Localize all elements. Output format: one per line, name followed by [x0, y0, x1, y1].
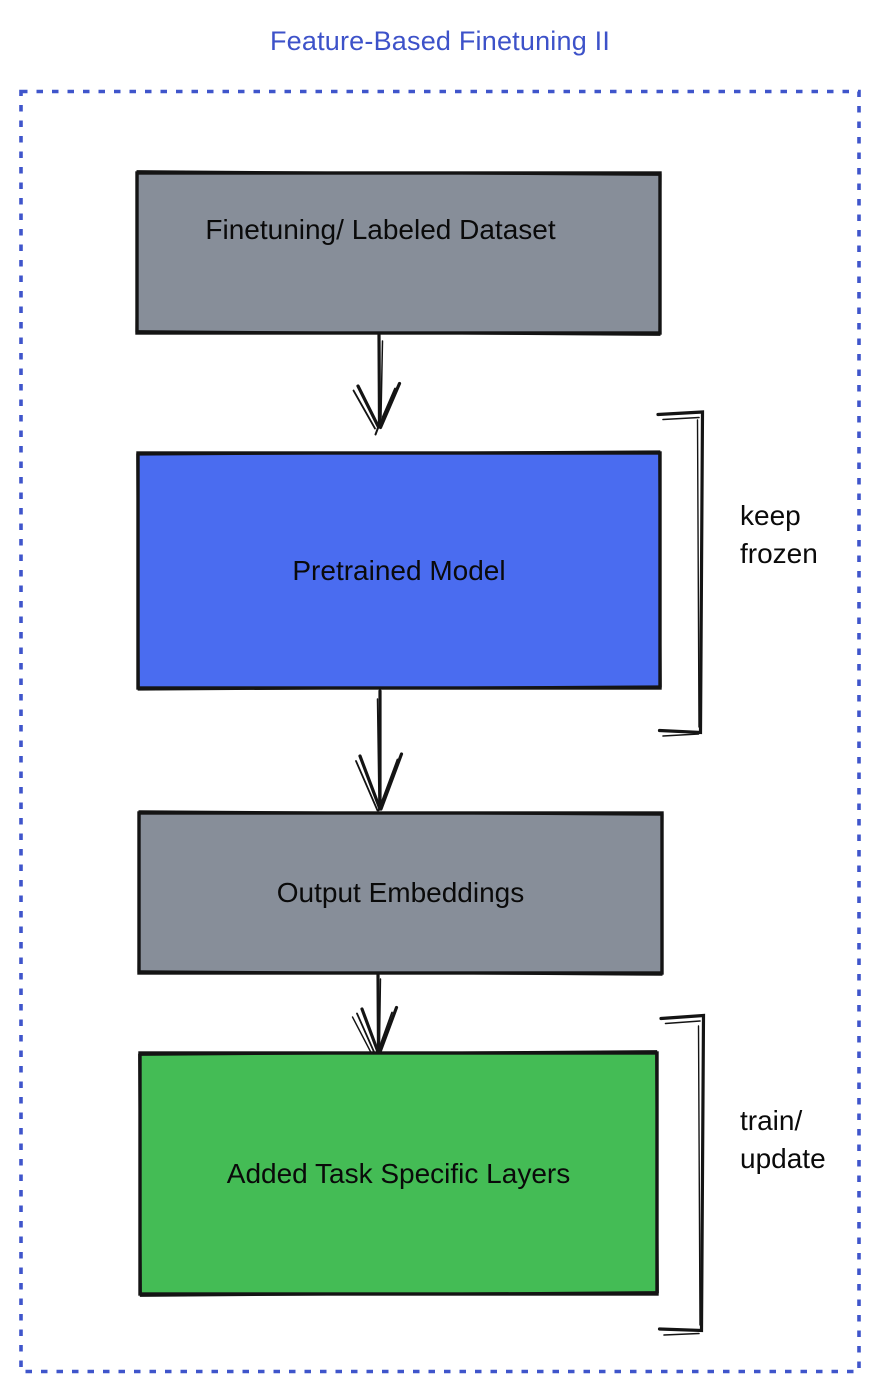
box-added-task-layers-stroke2: [138, 1050, 659, 1297]
arrow-embeddings-to-layers: [351, 972, 399, 1055]
box-finetuning-dataset-stroke2: [135, 170, 662, 336]
arrow-model-to-embeddings: [355, 689, 404, 812]
box-output-embeddings-stroke2: [137, 810, 664, 976]
box-output-embeddings: [137, 810, 664, 976]
box-pretrained-model: [136, 450, 662, 691]
annotation-train-update-line2: update: [740, 1143, 826, 1174]
box-added-task-layers-fill: [140, 1053, 657, 1294]
bracket-keep-frozen: [656, 410, 705, 737]
box-pretrained-model-fill: [138, 453, 660, 688]
bracket-train-update: [657, 1013, 706, 1336]
box-output-embeddings-fill: [139, 813, 662, 973]
arrow-dataset-to-model: [352, 333, 402, 436]
annotation-keep-frozen-line1: keep: [740, 500, 801, 531]
box-added-task-layers: [138, 1050, 659, 1297]
dotted-frame: [19, 89, 861, 1374]
diagram-title: Feature-Based Finetuning II: [269, 26, 611, 56]
box-finetuning-dataset-fill: [137, 173, 660, 333]
annotation-train-update: train/ update: [740, 1102, 826, 1178]
annotation-train-update-line1: train/: [740, 1105, 803, 1136]
annotation-keep-frozen-line2: frozen: [740, 538, 818, 569]
box-finetuning-dataset: [135, 170, 662, 336]
annotation-keep-frozen: keep frozen: [740, 497, 818, 573]
box-pretrained-model-stroke2: [136, 450, 662, 691]
